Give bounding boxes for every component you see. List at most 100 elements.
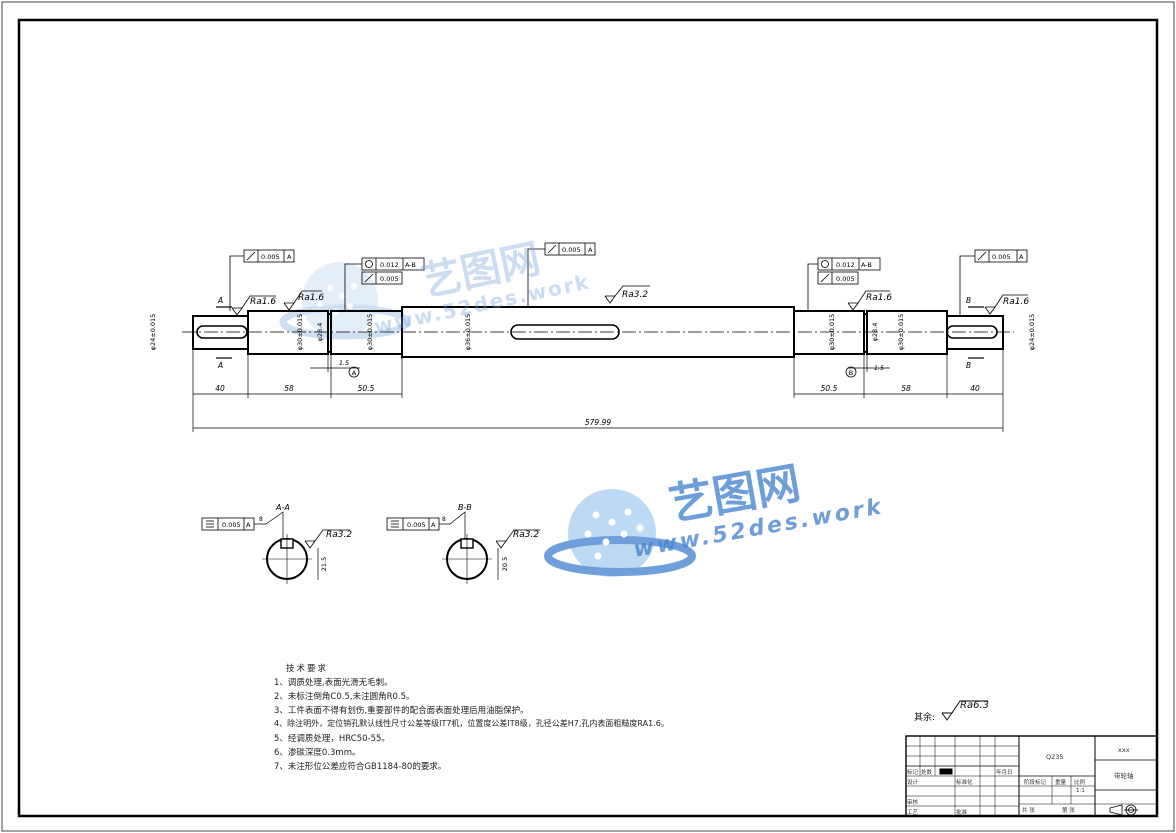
section-cut-letters: A A B B [217, 296, 971, 370]
roughness-values: Ra1.6 Ra1.6 Ra3.2 Ra1.6 Ra1.6 [250, 290, 1029, 307]
dim-total: 579.99 [585, 418, 611, 427]
dim-50-5-right: 50.5 [821, 384, 838, 393]
roughness-ra1-6-a: Ra1.6 [250, 297, 276, 307]
section-datum-b: A [431, 521, 436, 529]
diameter-label-4: φ30±0.015 [366, 314, 374, 351]
tolerance-frames [229, 242, 1028, 316]
rest-roughness-symbol [941, 700, 988, 721]
rest-roughness-label: 其余: [914, 713, 936, 723]
tb-sheet-total: 共 张 [1022, 808, 1035, 814]
section-dim-b: 20.5 [501, 557, 509, 571]
tolerance-values: 0.005 A 0.012 A-B 0.005 0.005 A 0.012 A-… [261, 246, 1024, 283]
section-roughness-a: Ra3.2 [326, 530, 352, 540]
diameter-label-3: φ28.4 [316, 323, 324, 342]
tb-review-label: 审核 [907, 800, 919, 806]
section-view-b-b [386, 511, 540, 584]
rest-roughness-value: Ra6.3 [960, 700, 989, 711]
section-mark-a-bottom: A [217, 361, 223, 370]
section-mark-b-top: B [966, 296, 971, 305]
datum-b-circle: B [849, 369, 853, 377]
tol-ref-1: A-B [405, 261, 416, 269]
section-tol-a: 0.005 [222, 521, 241, 529]
tol-cylindricity-2: 0.012 [836, 261, 855, 269]
tb-count-label: 处数 [921, 770, 933, 776]
tb-sheet-number: 第 张 [1062, 808, 1075, 814]
tb-weight-label: 重量 [1055, 780, 1067, 786]
tech-note-5: 5、经调质处理，HRC50-55。 [274, 734, 390, 744]
tb-part-name: 带轮轴 [1114, 772, 1134, 780]
tb-mark-label: 标记 [907, 770, 919, 776]
section-dim-a: 21.5 [320, 557, 328, 571]
projection-symbol-icon [1109, 804, 1138, 816]
section-roughness-b: Ra3.2 [513, 530, 539, 540]
section-datum-a: A [246, 521, 251, 529]
tol-cylindricity-1: 0.012 [380, 261, 399, 269]
tb-material: Q235 [1046, 753, 1064, 761]
tech-note-2: 2、未标注倒角C0.5,未注圆角R0.5。 [274, 692, 415, 702]
tb-company: xxx [1118, 746, 1130, 754]
tol-datum-3: A [588, 246, 593, 254]
dimension-values: 40 58 50.5 50.5 58 40 579.99 1.5 1.5 [215, 359, 980, 427]
tol-runout-1: 0.005 [261, 253, 280, 261]
roughness-ra1-6-d: Ra1.6 [1003, 297, 1029, 307]
diameter-label-9: φ24±0.015 [1028, 314, 1036, 351]
section-mark-b-bottom: B [966, 361, 971, 370]
tol-runout-3: 0.005 [562, 246, 581, 254]
tech-note-3: 3、工件表面不得有划伤,重要部件的配合面表面处理后用油脂保护。 [274, 706, 529, 716]
section-title-a-a: A-A [275, 503, 290, 512]
section-view-a-a [201, 511, 350, 584]
section-tol-b: 0.005 [407, 521, 426, 529]
title-block-grid [905, 735, 1158, 817]
tol-runout-4: 0.005 [836, 275, 855, 283]
tol-runout-2: 0.005 [380, 275, 399, 283]
dim-gap-left: 1.5 [339, 359, 349, 367]
tol-runout-5: 0.005 [992, 253, 1011, 261]
tech-note-7: 7、未注形位公差应符合GB1184-80的要求。 [274, 762, 447, 772]
tech-note-4: 4、除注明外，定位销孔默认线性尺寸公差等级IT7机，位置度公差IT8级，孔径公差… [274, 719, 669, 728]
section-key-tol-a: 8 [259, 516, 263, 523]
tol-datum-1: A [287, 253, 292, 261]
section-title-b-b: B-B [458, 503, 472, 512]
dimension-lines [192, 350, 1004, 432]
section-mark-a-top: A [217, 296, 223, 305]
datum-a-circle: A [352, 369, 357, 377]
dim-58-right: 58 [901, 384, 911, 393]
tb-scale-label: 比例 [1074, 780, 1086, 786]
datum-circles: A B [348, 366, 857, 378]
tb-design-label: 设计 [907, 780, 919, 786]
roughness-ra3-2-main: Ra3.2 [622, 290, 648, 300]
section-key-tol-b: 8 [442, 516, 446, 523]
diameter-label-2: φ30±0.015 [296, 314, 304, 351]
inner-border [17, 18, 1159, 818]
roughness-ra1-6-c: Ra1.6 [866, 293, 892, 303]
tb-stage-label: 阶段标记 [1024, 780, 1047, 786]
tb-std-label: 标准化 [956, 780, 973, 786]
diameter-label-7: φ28.4 [871, 323, 879, 342]
tb-approve-label: 批准 [956, 810, 968, 816]
tol-ref-2: A-B [861, 261, 872, 269]
tb-date-label: 年月日 [996, 770, 1013, 776]
diameter-labels: φ24±0.015 φ30±0.015 φ28.4 φ30±0.015 φ36±… [149, 314, 1036, 351]
dim-40-right: 40 [970, 384, 980, 393]
tech-note-1: 1、调质处理,表面光滑无毛刺。 [274, 678, 393, 688]
diameter-label-8: φ30±0.015 [897, 314, 905, 351]
roughness-symbols [231, 285, 1028, 316]
dim-58-left: 58 [284, 384, 294, 393]
tb-scale: 1:1 [1076, 788, 1085, 794]
tech-note-6: 6、渗碳深度0.3mm。 [274, 748, 361, 758]
diameter-label-1: φ24±0.015 [149, 314, 157, 351]
roughness-ra1-6-b: Ra1.6 [298, 293, 324, 303]
dim-gap-right: 1.5 [874, 364, 884, 372]
tb-process-label: 工艺 [907, 810, 919, 816]
diameter-label-5: φ36±0.015 [464, 314, 472, 351]
tol-datum-5: A [1019, 253, 1024, 261]
keyways [196, 324, 998, 340]
dim-50-5-left: 50.5 [358, 384, 375, 393]
tech-notes-title: 技术要求 [286, 664, 329, 674]
dim-40-left: 40 [215, 384, 225, 393]
watermark-logo-2 [544, 489, 696, 577]
diameter-label-6: φ30±0.015 [828, 314, 836, 351]
section-labels: A-A B-B 0.005 A 0.005 A 8 8 21.5 20.5 Ra… [222, 503, 539, 571]
